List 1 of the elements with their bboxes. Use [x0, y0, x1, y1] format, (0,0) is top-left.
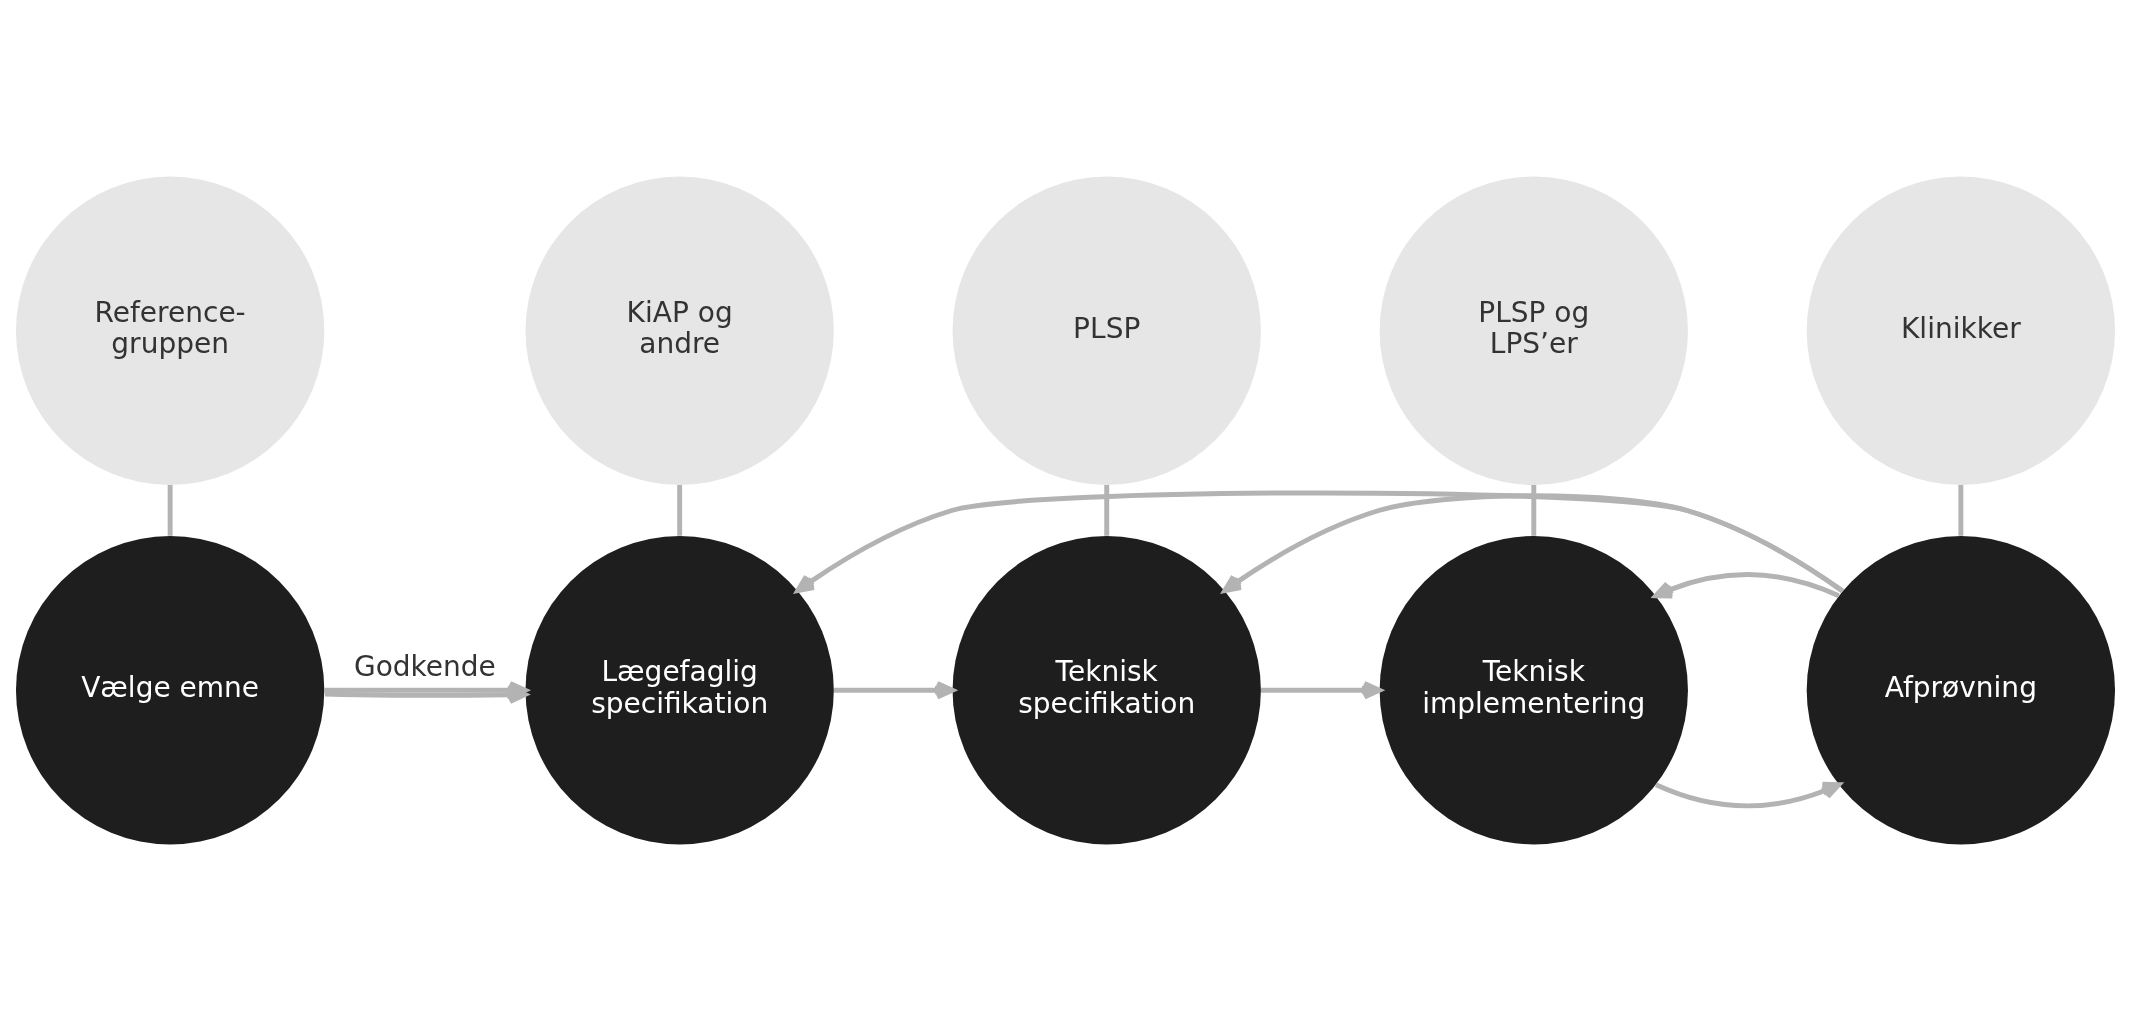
edge-label: Godkende [353, 649, 496, 683]
